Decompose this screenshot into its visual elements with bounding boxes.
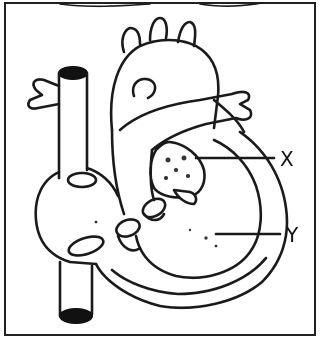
superior-vena-cava-opening	[59, 67, 87, 79]
inferior-vena-cava-opening	[60, 309, 92, 323]
inferior-vena-cava	[60, 262, 92, 316]
pulmonary-artery	[120, 92, 251, 150]
atrium-texture-4	[164, 176, 168, 180]
ventricle-speck-2	[215, 245, 218, 248]
top-edge-stroke	[60, 3, 262, 6]
aortic-arch	[111, 40, 218, 130]
left-pulmonary-vessel	[28, 79, 59, 108]
ventricle-speck-3	[95, 221, 98, 224]
atrium-texture-2	[174, 168, 178, 172]
atrium-texture-1	[166, 158, 171, 163]
atrium-texture-5	[186, 174, 190, 178]
valve-opening-upper	[68, 173, 96, 187]
aortic-branch-middle	[150, 18, 167, 40]
ventricle-speck-1	[204, 236, 207, 239]
atrium-texture-3	[182, 156, 187, 161]
superior-vena-cava	[59, 73, 87, 178]
mitral-valve	[174, 190, 196, 204]
label-x: X	[280, 147, 294, 171]
tricuspid-valve	[66, 233, 105, 259]
pulmonary-artery-inner	[133, 79, 155, 98]
label-y: Y	[285, 223, 299, 247]
right-ventricle-inner-wall	[112, 258, 266, 294]
ventricle-speck-4	[189, 229, 191, 231]
ascending-aorta-left-wall	[112, 130, 124, 214]
